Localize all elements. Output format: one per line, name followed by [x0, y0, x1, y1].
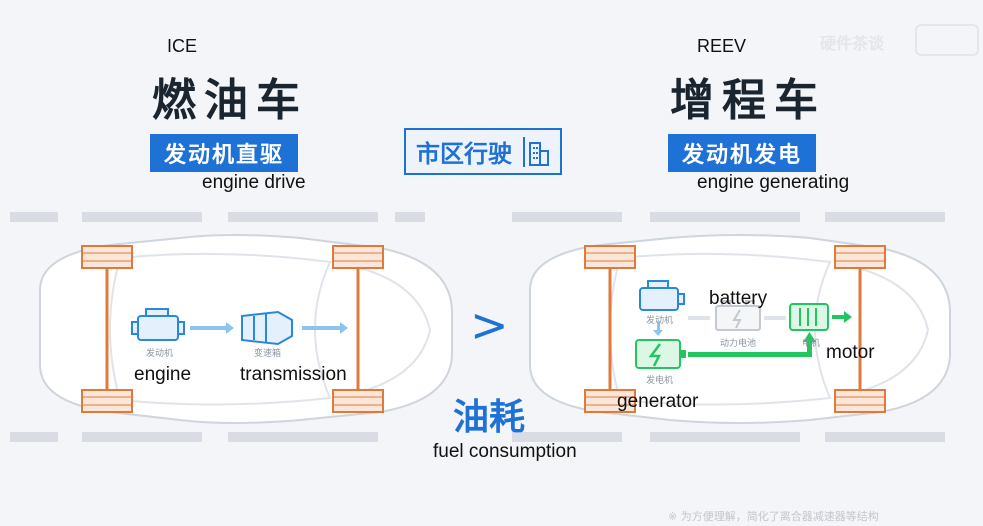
fuel-consumption-en: fuel consumption	[433, 441, 577, 462]
right-badge: 发动机发电	[668, 134, 817, 172]
city-driving-label: 市区行驶	[404, 128, 562, 175]
comparator-symbol: >	[470, 298, 509, 352]
transmission-icon	[241, 310, 293, 346]
right-badge-en: engine generating	[697, 172, 850, 193]
bilibili-logo	[915, 24, 979, 56]
battery-icon	[715, 300, 761, 331]
battery-en-label: battery	[709, 288, 768, 309]
fuel-consumption-cn: 油耗	[453, 396, 526, 438]
engine-cn-label: 发动机	[146, 349, 174, 359]
flow-arrow-2	[302, 322, 348, 334]
motor-cn-label: 电机	[802, 339, 821, 349]
right-title: 增程车	[670, 75, 826, 126]
left-title: 燃油车	[152, 75, 308, 126]
power-flow-arrow	[688, 332, 816, 357]
left-badge: 发动机直驱	[150, 134, 299, 172]
generator-cn-label: 发电机	[646, 376, 674, 386]
flow-arrow-1	[190, 322, 234, 334]
transmission-cn-label: 变速箱	[254, 349, 282, 359]
battery-cn-label: 动力电池	[720, 339, 757, 349]
right-wheels	[584, 245, 886, 413]
reev-engine-cn-label: 发动机	[646, 316, 674, 326]
left-wheels	[81, 245, 384, 413]
motor-icon	[789, 303, 829, 331]
watermark: 硬件茶谈	[820, 34, 885, 53]
generator-icon	[635, 339, 681, 369]
left-code: ICE	[167, 36, 198, 56]
transmission-en-label: transmission	[240, 364, 347, 385]
reev-engine-icon	[639, 280, 685, 311]
left-badge-en: engine drive	[202, 172, 306, 193]
footnote: ※ 为方便理解，简化了离合器减速器等结构	[668, 510, 879, 523]
engine-icon	[131, 308, 185, 341]
generator-en-label: generator	[617, 391, 699, 412]
city-driving-text: 市区行驶	[416, 139, 512, 168]
building-icon	[523, 136, 549, 167]
motor-en-label: motor	[826, 342, 875, 363]
right-code: REEV	[697, 36, 747, 56]
engine-en-label: engine	[134, 364, 192, 385]
motor-output-arrow	[832, 311, 852, 323]
